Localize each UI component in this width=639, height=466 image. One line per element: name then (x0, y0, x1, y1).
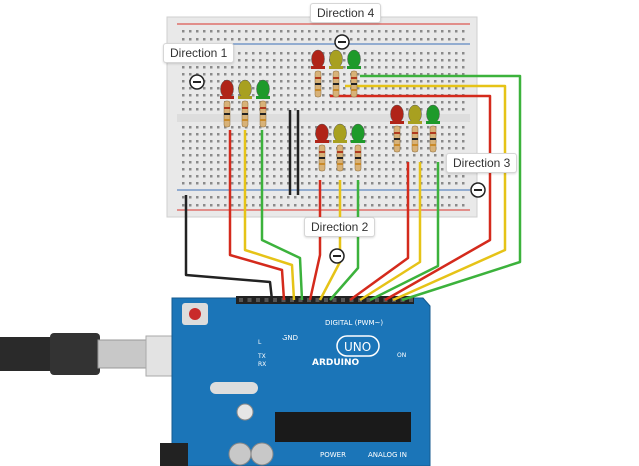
wire (184, 195, 274, 301)
header-pin (290, 298, 294, 302)
wire (359, 162, 422, 302)
header-pin (366, 298, 371, 302)
led (390, 104, 404, 124)
direction-4-label[interactable]: Direction 4 (310, 3, 382, 23)
led (238, 79, 252, 99)
atmega-chip (275, 412, 411, 442)
direction-1-label[interactable]: Direction 1 (163, 43, 235, 63)
wire (243, 130, 296, 301)
led (408, 104, 422, 124)
wire (260, 130, 304, 301)
arduino-uno-board[interactable]: GND DIGITAL (PWM~) ARDUINO UNO ON L TX R… (160, 296, 431, 466)
header-pin (273, 298, 277, 302)
traffic-light-components[interactable] (220, 49, 440, 172)
digital-header-label: DIGITAL (PWM~) (325, 319, 383, 327)
arduino-brand: ARDUINO (312, 358, 360, 368)
led (351, 123, 365, 143)
wire (369, 162, 440, 302)
analog-header-label: ANALOG IN (368, 451, 407, 459)
header-pin (409, 298, 413, 302)
header-pin (324, 298, 328, 302)
pin-label: GND (282, 334, 298, 342)
rx-led-label: RX (258, 361, 266, 368)
led (333, 123, 347, 143)
wire (360, 74, 522, 302)
header-pin (247, 298, 252, 302)
usb-cable[interactable] (0, 333, 183, 377)
header-pin (298, 298, 303, 302)
led (256, 79, 270, 99)
direction-3-label[interactable]: Direction 3 (446, 153, 518, 173)
led (315, 123, 329, 143)
header-pin (375, 298, 379, 302)
led (329, 49, 343, 69)
led (347, 49, 361, 69)
power-header-label: POWER (320, 451, 346, 459)
header-pin (256, 298, 260, 302)
tx-led-label: TX (257, 353, 266, 360)
l-led-label: L (258, 339, 262, 346)
wire (308, 180, 322, 301)
arduino-model: UNO (344, 340, 371, 354)
led (220, 79, 234, 99)
header-pin (239, 298, 243, 302)
wire (349, 162, 410, 302)
led (426, 104, 440, 124)
breadboard[interactable] (166, 16, 478, 218)
wire (329, 180, 360, 301)
header-pin (315, 298, 320, 302)
header-pin (341, 298, 345, 302)
header-pin (332, 298, 337, 302)
direction-2-label[interactable]: Direction 2 (304, 217, 376, 237)
header-pin (307, 298, 311, 302)
wire (228, 130, 286, 301)
header-pin (264, 298, 269, 302)
on-led-label: ON (397, 352, 406, 359)
led (311, 49, 325, 69)
